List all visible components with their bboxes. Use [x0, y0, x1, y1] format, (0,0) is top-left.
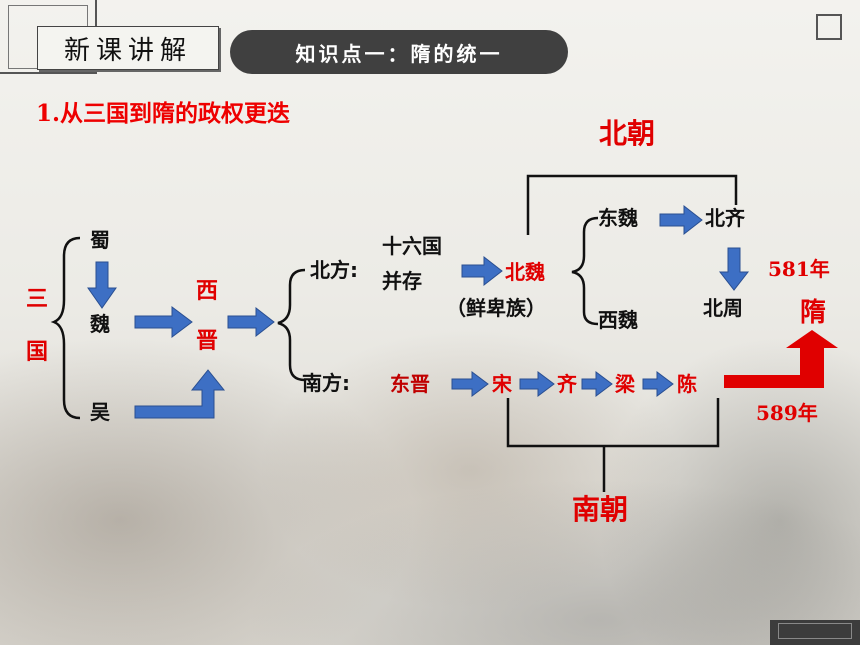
song: 宋 [492, 372, 512, 396]
chen: 陈 [677, 372, 697, 396]
arrow-sixteen-beiwei [461, 255, 503, 287]
arrow-liang-chen [642, 371, 674, 397]
san-guo-char-2: 国 [26, 340, 49, 365]
brace-three-states [50, 236, 81, 420]
bei-wei: 北魏 [505, 260, 545, 284]
state-wei: 魏 [90, 312, 110, 336]
arrow-wei-xijin [134, 306, 193, 338]
san-guo-char-1: 三 [26, 287, 49, 312]
xi-jin-char-1: 西 [196, 279, 219, 304]
arrow-wu-xijin [134, 369, 226, 419]
arrow-dongwei-beiqi [659, 204, 703, 236]
arrow-dongjin-song [451, 371, 489, 397]
sixteen-kingdoms-line1: 十六国 [382, 234, 442, 258]
southern-dynasties-label: 南朝 [572, 493, 629, 526]
arrow-qi-liang [581, 371, 613, 397]
bracket-northern [526, 174, 738, 235]
north-label: 北方: [310, 258, 358, 282]
corner-frame-bottom-right [770, 620, 860, 645]
dong-wei: 东魏 [598, 206, 638, 230]
year-589: 589年 [756, 401, 818, 425]
heading: 1.从三国到隋的政权更迭 [36, 100, 291, 127]
sui: 隋 [800, 298, 827, 328]
liang: 梁 [615, 372, 635, 396]
brace-wei-split [571, 216, 599, 326]
corner-frame-top-right [816, 14, 842, 40]
arrow-shu-wei [87, 261, 117, 309]
arrow-xijin-split [227, 306, 275, 338]
bei-qi: 北齐 [705, 206, 745, 230]
xianbei: （鲜卑族） [446, 296, 546, 320]
xi-wei: 西魏 [598, 308, 638, 332]
xi-jin-char-2: 晋 [196, 329, 219, 354]
sixteen-kingdoms-line2: 并存 [382, 269, 422, 293]
arrow-song-qi [519, 371, 555, 397]
dong-jin: 东晋 [390, 372, 430, 396]
year-581: 581年 [768, 257, 830, 281]
bei-zhou: 北周 [703, 296, 743, 320]
bracket-southern [506, 398, 720, 448]
state-shu: 蜀 [90, 228, 110, 252]
brace-north-south [277, 268, 306, 382]
arrow-beiqi-beizhou [718, 247, 750, 291]
arrow-chen-sui [724, 330, 838, 388]
knowledge-point-pill: 知识点一：隋的统一 [230, 30, 568, 74]
northern-dynasties-label: 北朝 [599, 117, 656, 150]
south-label: 南方: [302, 371, 350, 395]
state-wu: 吴 [90, 400, 110, 424]
qi: 齐 [557, 372, 577, 396]
section-title: 新课讲解 [37, 26, 219, 70]
